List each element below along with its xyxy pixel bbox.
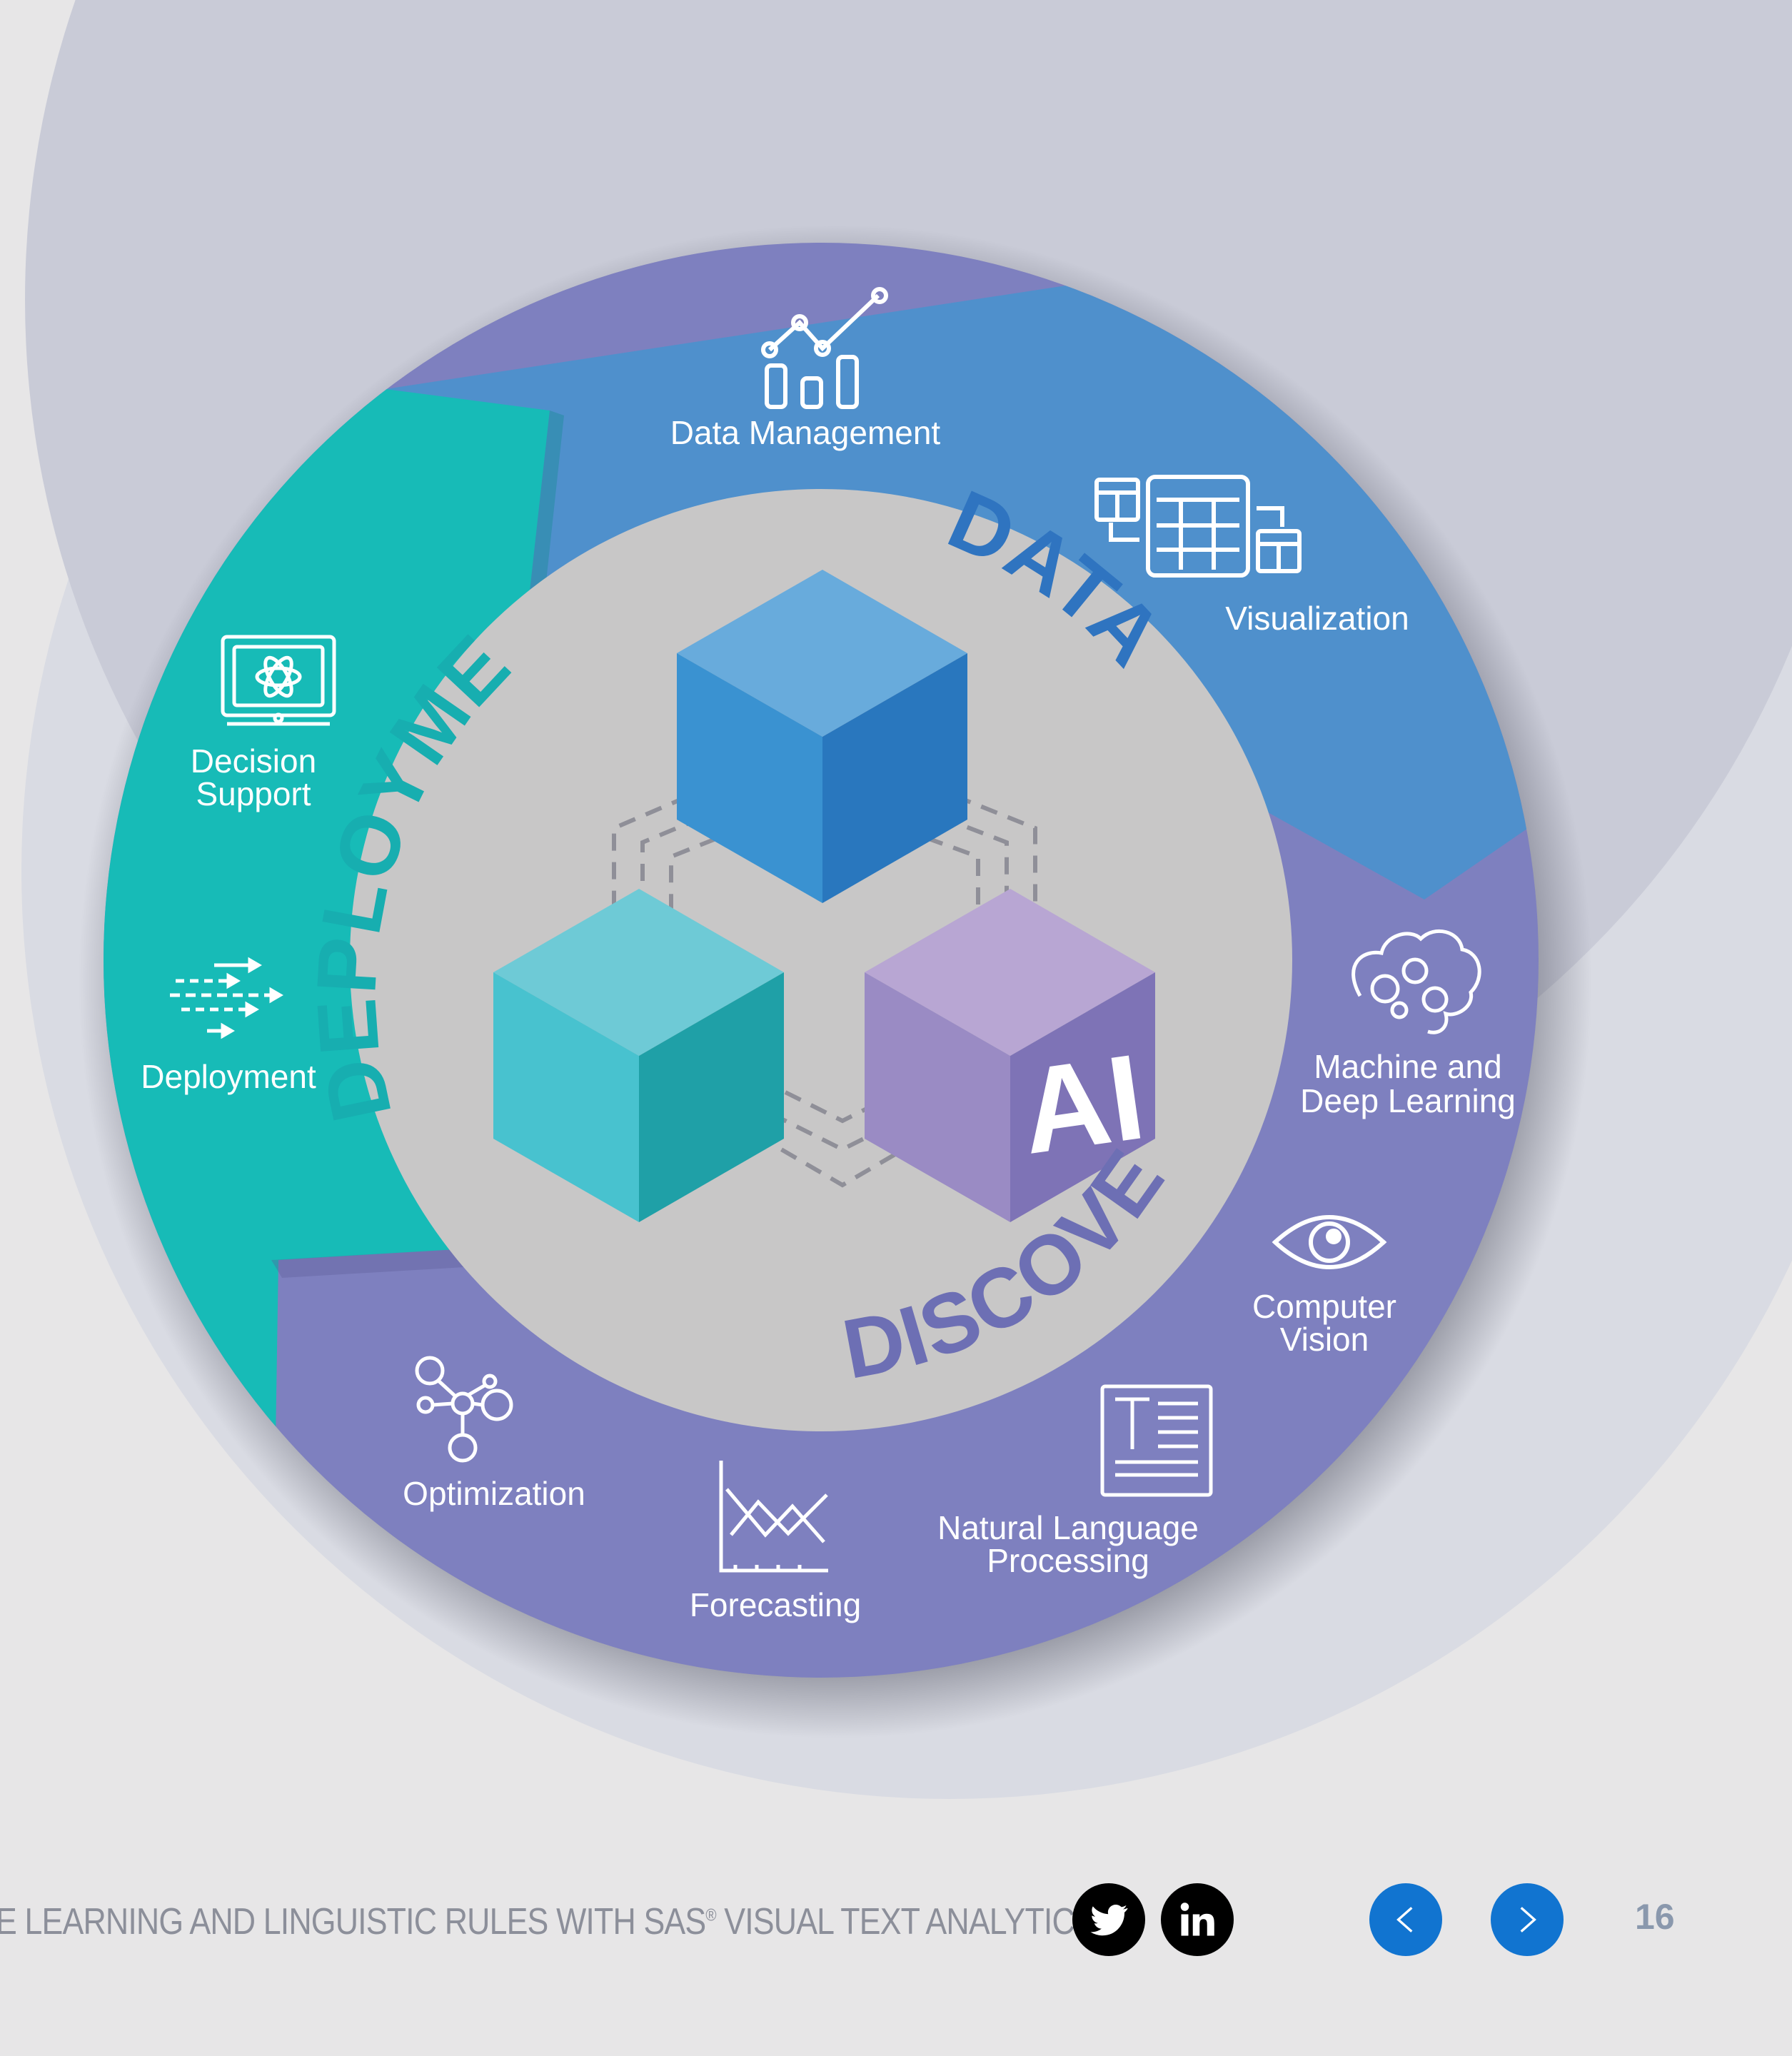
network-nodes-icon xyxy=(415,1356,513,1463)
decision-support-label-2: Support xyxy=(196,775,311,812)
nlp-label-2: Processing xyxy=(987,1542,1149,1579)
monitor-atom-icon xyxy=(221,635,336,726)
data-cube xyxy=(677,570,967,903)
arrows-deploy-icon xyxy=(170,957,283,1039)
machine-learning-label-1: Machine and xyxy=(1314,1048,1501,1085)
next-arrow-icon xyxy=(1520,1907,1536,1932)
data-management-label: Data Management xyxy=(670,414,941,451)
data-management-icon xyxy=(761,287,888,409)
prev-arrow-icon xyxy=(1396,1907,1413,1932)
page-footer: E LEARNING AND LINGUISTIC RULES WITH SAS… xyxy=(0,1870,1792,1970)
page-number: 16 xyxy=(1635,1897,1675,1937)
ai-cube: AI xyxy=(865,889,1155,1222)
next-page-button[interactable] xyxy=(1491,1883,1564,1956)
document-title: E LEARNING AND LINGUISTIC RULES WITH SAS… xyxy=(0,1900,1096,1943)
twitter-icon xyxy=(1090,1904,1128,1936)
forecasting-label: Forecasting xyxy=(690,1586,861,1623)
inner-disc xyxy=(350,489,1292,1431)
machine-learning-label-2: Deep Learning xyxy=(1300,1082,1516,1119)
previous-page-button[interactable] xyxy=(1369,1883,1442,1956)
visualization-icon xyxy=(1094,475,1302,578)
visualization-label: Visualization xyxy=(1225,600,1409,637)
deployment-label: Deployment xyxy=(141,1058,316,1095)
decision-support-label-1: Decision xyxy=(191,742,316,780)
nlp-label-1: Natural Language xyxy=(937,1509,1199,1546)
document-text-icon xyxy=(1100,1384,1213,1497)
registered-mark: ® xyxy=(705,1905,716,1925)
computer-vision-label-2: Vision xyxy=(1280,1321,1369,1358)
document-title-text: E LEARNING AND LINGUISTIC RULES WITH SAS xyxy=(0,1901,706,1942)
forecast-chart-icon xyxy=(719,1461,828,1573)
eye-icon xyxy=(1272,1215,1387,1269)
brain-gears-icon xyxy=(1351,929,1481,1034)
ai-cube-label: AI xyxy=(1013,1029,1152,1180)
document-title-tail: VISUAL TEXT ANALYTICS xyxy=(715,1901,1095,1942)
deployment-cube xyxy=(493,889,784,1222)
optimization-label: Optimization xyxy=(403,1475,585,1512)
linkedin-icon xyxy=(1180,1903,1214,1936)
computer-vision-label-1: Computer xyxy=(1252,1288,1396,1325)
linkedin-button[interactable] xyxy=(1161,1883,1234,1956)
twitter-button[interactable] xyxy=(1072,1883,1145,1956)
